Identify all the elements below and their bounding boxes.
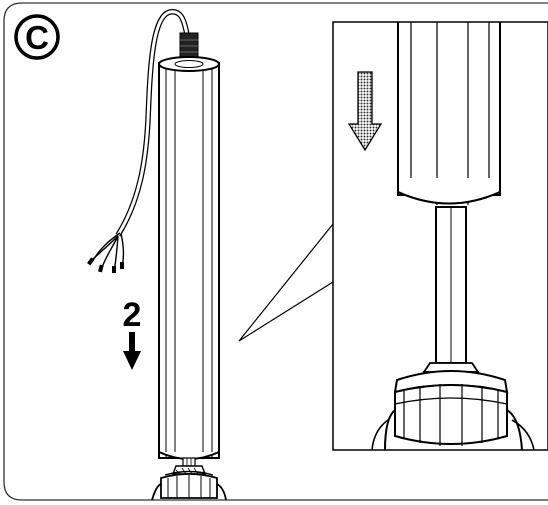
detail-inset bbox=[332, 21, 548, 451]
panel-frame bbox=[3, 2, 548, 501]
ring-nut-bottom bbox=[151, 470, 227, 501]
step-letter: C bbox=[25, 19, 49, 56]
motor-tube bbox=[158, 56, 220, 460]
dotted-down-arrow-icon bbox=[347, 71, 383, 152]
down-arrow-icon bbox=[123, 332, 141, 370]
wire-ends bbox=[89, 232, 125, 273]
wire-tips bbox=[87, 257, 124, 273]
inset-shaft bbox=[435, 206, 467, 364]
inset-ring-nut bbox=[371, 370, 535, 450]
callout-pointer bbox=[238, 223, 334, 342]
step-letter-badge: C bbox=[14, 14, 60, 60]
inset-motor-tube bbox=[397, 22, 501, 205]
step-number: 2 bbox=[123, 296, 142, 334]
